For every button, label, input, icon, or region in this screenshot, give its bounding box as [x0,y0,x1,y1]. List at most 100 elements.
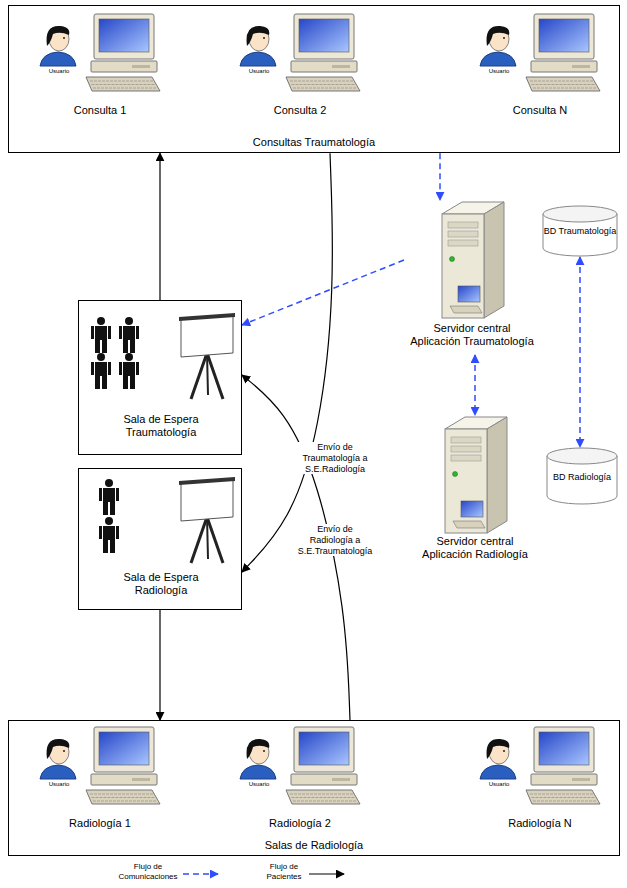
server-front [442,214,484,318]
pc-monitor [534,14,594,59]
pc-drive [572,778,590,781]
pc-key-row [533,88,597,89]
easel-leg [207,517,208,559]
pc-case [531,774,597,785]
pc-screen [99,19,149,52]
pc-key-row [90,794,154,795]
user-shirt [480,765,516,779]
server-bay [448,231,478,237]
person-head [97,317,105,325]
pc-key-row [93,801,157,802]
person-torso [103,526,115,540]
area-band: UsuarioRadiología 1UsuarioRadiología 2Us… [8,720,620,856]
workstation: UsuarioConsulta N [470,10,610,124]
workstation: UsuarioRadiología 2 [230,723,370,837]
user-shirt [480,52,516,66]
user-hair [247,26,270,46]
pc-key-row [533,801,597,802]
pc-key-row [293,88,357,89]
person-leg [130,340,135,353]
pc-key-row [93,88,157,89]
user-hair [47,739,70,759]
communication-arrow [242,260,404,325]
pc-case [291,61,357,72]
user-eye [63,750,65,752]
user-eye [263,37,265,39]
user-shirt [40,52,76,66]
person-leg [102,340,107,353]
easel-leg [191,353,207,399]
room-label: Sala de Espera Traumatología [111,413,211,439]
station-label: Radiología N [470,817,610,830]
user-label: Usuario [474,68,524,75]
pc-key-row [530,794,594,795]
easel-leg [207,353,223,399]
server-bay [451,455,481,461]
pc-case [291,774,357,785]
patient-flow-arrow [242,153,332,572]
station-label: Consulta 1 [30,104,170,117]
person-arm [119,326,122,339]
person-head [125,353,133,361]
user-label: Usuario [234,781,284,788]
station-label: Radiología 1 [30,817,170,830]
cylinder-top [543,206,617,222]
user-shirt [240,52,276,66]
server-bay [448,240,478,246]
easel-leg [191,517,207,563]
server-side [484,202,504,318]
communication-arrow [579,257,581,447]
user-label: Usuario [234,68,284,75]
pc-case [91,774,157,785]
person-torso [123,326,135,340]
user-eye [63,37,65,39]
database-label: BD Radiología [547,472,617,483]
server-label: Servidor central Aplicación Traumatologí… [408,322,536,348]
area-band: UsuarioConsulta 1UsuarioConsulta 2Usuari… [8,5,620,153]
station-label: Consulta 2 [230,104,370,117]
user-label: Usuario [34,68,84,75]
pc-key-row [92,797,156,798]
database-cylinder: BD Traumatología [542,205,618,257]
pc-key-row [532,84,596,85]
pc-key-row [292,84,356,85]
server-console-keys [450,306,482,313]
user-hair [247,739,270,759]
person-head [97,353,105,361]
pc-screen [539,19,589,52]
person-arm [91,362,94,375]
person-arm [119,362,122,375]
person-torso [103,488,115,502]
pc-screen [99,732,149,765]
person-arm [108,326,111,339]
workstation: UsuarioRadiología 1 [30,723,170,837]
screen-bar [179,313,235,321]
person-torso [123,362,135,376]
server-light [450,257,455,262]
person-arm [136,362,139,375]
pc-screen [539,732,589,765]
pc-monitor [534,727,594,772]
server-light [453,472,458,477]
waiting-room-box: Sala de Espera Radiología [78,468,242,610]
person-head [105,517,113,525]
pc-key-row [532,797,596,798]
user-hair [487,26,510,46]
pc-key-row [290,81,354,82]
screen-bar [179,477,235,485]
server-side [487,417,507,533]
server-bay [448,222,478,228]
pc-key-row [292,797,356,798]
area-title: Consultas Traumatología [9,136,619,149]
patient-flow-arrow [159,153,160,300]
person-leg [95,376,100,389]
user-hair [47,26,70,46]
workstation: UsuarioConsulta 2 [230,10,370,124]
pc-monitor [94,727,154,772]
edge-label: Envío de Traumatología a S.E.Radiología [296,442,374,474]
pc-key-row [90,81,154,82]
user-eye [503,37,505,39]
pc-case [531,61,597,72]
database-label: BD Traumatología [543,226,617,237]
server-bay [451,437,481,443]
